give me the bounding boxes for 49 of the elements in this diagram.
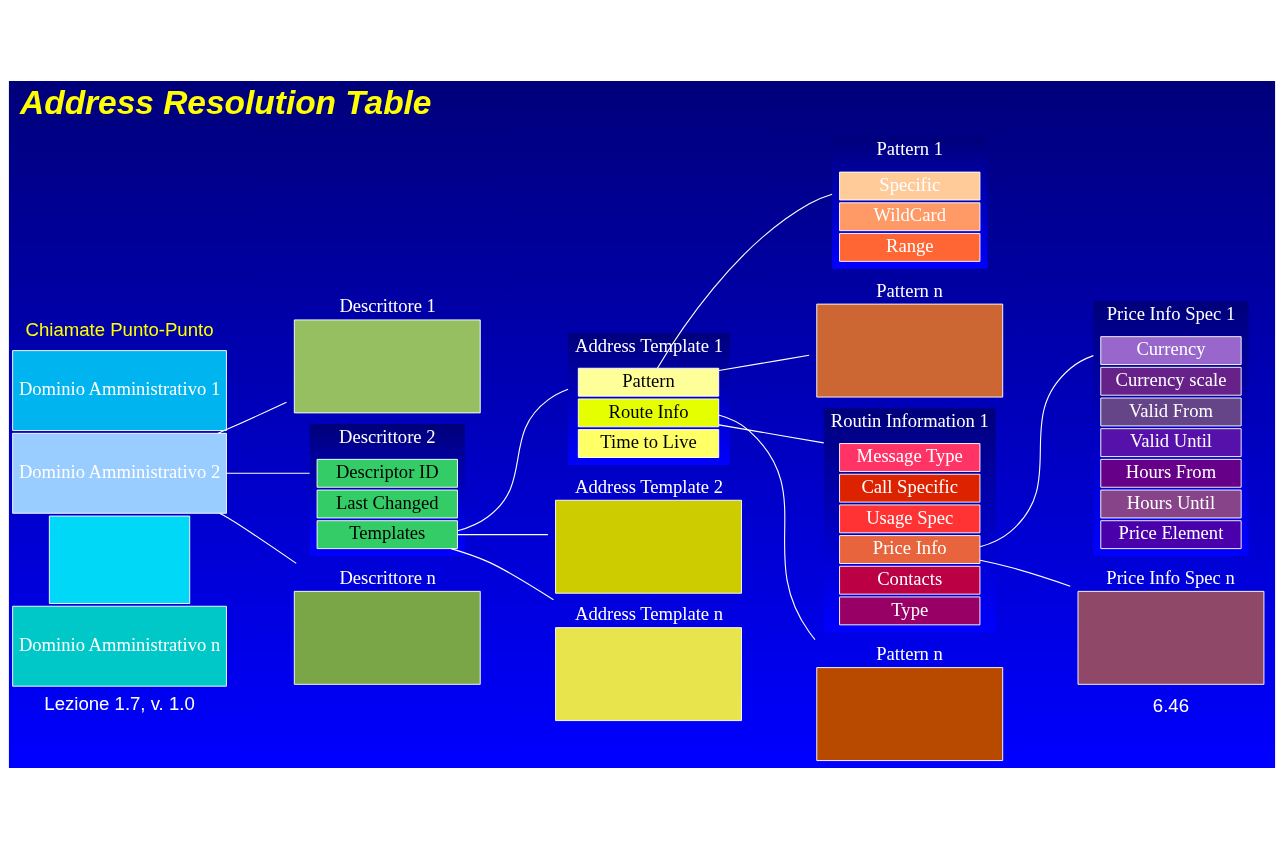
node-box: Valid From: [1100, 397, 1242, 427]
node-label: Address Template 2: [575, 475, 724, 497]
node-label: Price Info Spec n: [1106, 566, 1235, 588]
node-box: Type: [839, 596, 981, 626]
node-label: Pattern n: [876, 279, 943, 301]
label: Lezione 1.7, v. 1.0: [44, 693, 195, 715]
diagram-title: Address Resolution Table: [20, 84, 432, 122]
node-box: Usage Spec: [839, 504, 981, 534]
node-box: Valid Until: [1100, 428, 1242, 458]
connector: [226, 472, 311, 474]
node-label: Descrittore 1: [339, 295, 436, 317]
node-box: Dominio Amministrativo 2: [12, 432, 227, 514]
node-box: Dominio Amministrativo 1: [12, 350, 227, 431]
node-box: Contacts: [839, 565, 981, 595]
connector: [457, 388, 569, 532]
node-box: WildCard: [839, 202, 981, 232]
node-box: [48, 515, 191, 604]
node-box: Price Element: [1100, 520, 1242, 550]
connector: [450, 548, 555, 601]
node-box: Pattern: [577, 367, 720, 397]
node-box: Message Type: [839, 443, 981, 472]
connector: [218, 512, 297, 564]
node-box: Specific: [839, 171, 981, 201]
connector: [217, 401, 288, 434]
node-box: Route Info: [577, 398, 720, 428]
label: Chiamate Punto-Punto: [25, 318, 214, 340]
connector: [656, 193, 833, 369]
node-box: Range: [839, 233, 981, 262]
node-box: Call Specific: [839, 473, 981, 503]
node-label: Descrittore n: [339, 566, 436, 588]
node-box: Hours From: [1100, 458, 1242, 488]
node-box: Last Changed: [316, 489, 458, 519]
node-box: Descriptor ID: [316, 458, 458, 488]
node-label: Address Template n: [575, 603, 724, 625]
node-box: Dominio Amministrativo n: [12, 605, 227, 687]
node-box: Hours Until: [1100, 489, 1242, 519]
connector: [979, 355, 1094, 548]
node-box: Currency scale: [1100, 366, 1242, 396]
connector: [718, 414, 816, 641]
connector: [718, 354, 810, 372]
label: 6.46: [1152, 695, 1190, 717]
node-box: Price Info: [839, 535, 981, 564]
node-box: Time to Live: [577, 429, 720, 458]
connector: [979, 559, 1071, 587]
node-box: Currency: [1100, 336, 1242, 365]
node-label: Pattern n: [876, 643, 943, 665]
node-box: Templates: [316, 520, 458, 550]
connector: [457, 534, 549, 536]
connector: [718, 424, 825, 444]
